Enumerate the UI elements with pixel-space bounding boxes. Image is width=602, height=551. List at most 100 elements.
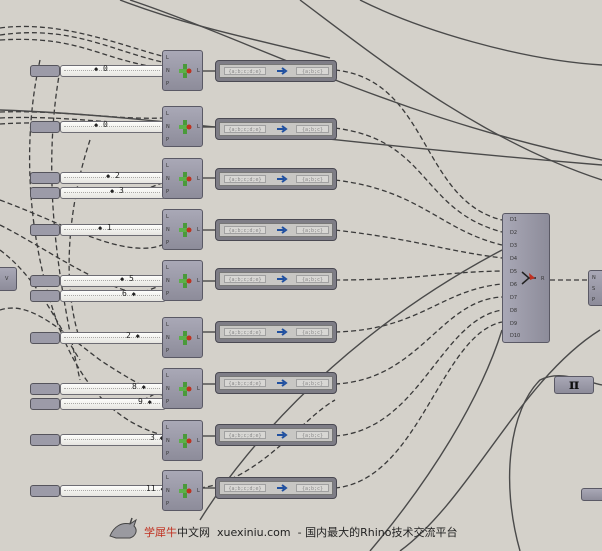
number-slider-2[interactable]: ◆ 0 bbox=[30, 120, 166, 133]
slider-knob-icon[interactable]: ◆ bbox=[160, 434, 164, 442]
panel-3[interactable]: {a;b;c;d;e} {a;b;c} bbox=[215, 168, 337, 190]
number-slider-6[interactable]: ◆ 5 bbox=[30, 274, 166, 287]
input-n[interactable]: N bbox=[166, 335, 170, 341]
slider-knob-icon[interactable]: ◆ bbox=[98, 224, 103, 232]
input-l[interactable]: L bbox=[166, 55, 169, 61]
slider-grip[interactable] bbox=[30, 332, 60, 344]
slider-grip[interactable] bbox=[30, 121, 60, 133]
panel-8[interactable]: {a;b;c;d;e} {a;b;c} bbox=[215, 424, 337, 446]
number-slider-9[interactable]: 8 ◆ bbox=[30, 382, 166, 395]
slider-knob-icon[interactable]: ◆ bbox=[135, 332, 140, 340]
input-l[interactable]: L bbox=[166, 373, 169, 379]
input-l[interactable]: L bbox=[166, 111, 169, 117]
list-item-component-4[interactable]: L N P L bbox=[162, 209, 203, 250]
input-l[interactable]: L bbox=[166, 163, 169, 169]
panel-4[interactable]: {a;b;c;d;e} {a;b;c} bbox=[215, 219, 337, 241]
panel-2[interactable]: {a;b;c;d;e} {a;b;c} bbox=[215, 118, 337, 140]
panel-5[interactable]: {a;b;c;d;e} {a;b;c} bbox=[215, 268, 337, 290]
slider-knob-icon[interactable]: ◆ bbox=[147, 398, 152, 406]
output-l[interactable]: L bbox=[197, 176, 200, 182]
slider-grip[interactable] bbox=[30, 290, 60, 302]
input-p[interactable]: P bbox=[166, 399, 170, 405]
input-p[interactable]: P bbox=[166, 291, 170, 297]
output-l[interactable]: L bbox=[197, 488, 200, 494]
output-l[interactable]: L bbox=[197, 278, 200, 284]
merge-input-d9[interactable]: D9 bbox=[510, 321, 518, 327]
merge-component[interactable]: D1 D2 D3 D4 D5 D6 D7 D8 D9 D10 R bbox=[502, 213, 550, 343]
number-slider-4[interactable]: ◆ 3 bbox=[30, 186, 166, 199]
output-l[interactable]: L bbox=[197, 227, 200, 233]
slider-knob-icon[interactable]: ◆ bbox=[110, 187, 115, 195]
list-item-component-5[interactable]: L N P L bbox=[162, 260, 203, 301]
output-l[interactable]: L bbox=[197, 438, 200, 444]
list-item-component-2[interactable]: L N P L bbox=[162, 106, 203, 147]
input-p[interactable]: P bbox=[166, 451, 170, 457]
pi-component[interactable]: π bbox=[554, 376, 594, 394]
input-n[interactable]: N bbox=[166, 386, 170, 392]
input-l[interactable]: L bbox=[166, 214, 169, 220]
output-l[interactable]: L bbox=[197, 124, 200, 130]
input-p[interactable]: P bbox=[166, 81, 170, 87]
slider-grip[interactable] bbox=[30, 275, 60, 287]
list-item-component-8[interactable]: L N P L bbox=[162, 420, 203, 461]
merge-output-r[interactable]: R bbox=[541, 276, 545, 282]
input-l[interactable]: L bbox=[166, 265, 169, 271]
input-p[interactable]: P bbox=[166, 348, 170, 354]
list-item-component-7[interactable]: L N P L bbox=[162, 368, 203, 409]
input-p[interactable]: P bbox=[166, 240, 170, 246]
left-edge-component[interactable]: V bbox=[0, 267, 17, 291]
slider-knob-icon[interactable]: ◆ bbox=[141, 383, 146, 391]
input-n[interactable]: N bbox=[166, 124, 170, 130]
slider-knob-icon[interactable]: ◆ bbox=[131, 290, 136, 298]
slider-grip[interactable] bbox=[30, 224, 60, 236]
input-l[interactable]: L bbox=[166, 425, 169, 431]
output-l[interactable]: L bbox=[197, 68, 200, 74]
list-item-component-6[interactable]: L N P L bbox=[162, 317, 203, 358]
number-slider-8[interactable]: 2 ◆ bbox=[30, 331, 166, 344]
input-n[interactable]: N bbox=[166, 68, 170, 74]
panel-6[interactable]: {a;b;c;d;e} {a;b;c} bbox=[215, 321, 337, 343]
input-n[interactable]: N bbox=[166, 488, 170, 494]
list-item-component-1[interactable]: L N P L bbox=[162, 50, 203, 91]
slider-knob-icon[interactable]: ◆ bbox=[106, 172, 111, 180]
number-slider-10[interactable]: 9 ◆ bbox=[30, 397, 166, 410]
slider-grip[interactable] bbox=[30, 187, 60, 199]
number-slider-3[interactable]: ◆ 2 bbox=[30, 171, 166, 184]
input-l[interactable]: L bbox=[166, 475, 169, 481]
slider-grip[interactable] bbox=[30, 383, 60, 395]
merge-input-d4[interactable]: D4 bbox=[510, 256, 518, 262]
merge-input-d5[interactable]: D5 bbox=[510, 269, 518, 275]
list-item-component-9[interactable]: L N P L bbox=[162, 470, 203, 511]
input-p[interactable]: P bbox=[166, 137, 170, 143]
number-slider-1[interactable]: ◆ 0 bbox=[30, 64, 166, 77]
output-l[interactable]: L bbox=[197, 386, 200, 392]
slider-grip[interactable] bbox=[30, 172, 60, 184]
panel-7[interactable]: {a;b;c;d;e} {a;b;c} bbox=[215, 372, 337, 394]
merge-input-d6[interactable]: D6 bbox=[510, 282, 518, 288]
merge-input-d2[interactable]: D2 bbox=[510, 230, 518, 236]
right-edge-component[interactable]: N S P bbox=[588, 270, 602, 306]
bottom-right-component[interactable] bbox=[581, 488, 602, 501]
merge-input-d1[interactable]: D1 bbox=[510, 217, 518, 223]
output-l[interactable]: L bbox=[197, 335, 200, 341]
slider-grip[interactable] bbox=[30, 485, 60, 497]
slider-knob-icon[interactable]: ◆ bbox=[120, 275, 125, 283]
slider-knob-icon[interactable]: ◆ bbox=[94, 121, 99, 129]
merge-input-d10[interactable]: D10 bbox=[510, 333, 521, 339]
input-l[interactable]: L bbox=[166, 322, 169, 328]
panel-1[interactable]: {a;b;c;d;e} {a;b;c} bbox=[215, 60, 337, 82]
merge-input-d7[interactable]: D7 bbox=[510, 295, 518, 301]
input-p[interactable]: P bbox=[166, 189, 170, 195]
number-slider-7[interactable]: 6 ◆ bbox=[30, 289, 166, 302]
panel-9[interactable]: {a;b;c;d;e} {a;b;c} bbox=[215, 477, 337, 499]
number-slider-11[interactable]: 3 ◆ bbox=[30, 433, 166, 446]
input-n[interactable]: N bbox=[166, 438, 170, 444]
list-item-component-3[interactable]: L N P L bbox=[162, 158, 203, 199]
input-p[interactable]: P bbox=[166, 501, 170, 507]
input-n[interactable]: N bbox=[166, 278, 170, 284]
merge-input-d8[interactable]: D8 bbox=[510, 308, 518, 314]
number-slider-5[interactable]: ◆ 1 bbox=[30, 223, 166, 236]
slider-grip[interactable] bbox=[30, 398, 60, 410]
input-n[interactable]: N bbox=[166, 176, 170, 182]
